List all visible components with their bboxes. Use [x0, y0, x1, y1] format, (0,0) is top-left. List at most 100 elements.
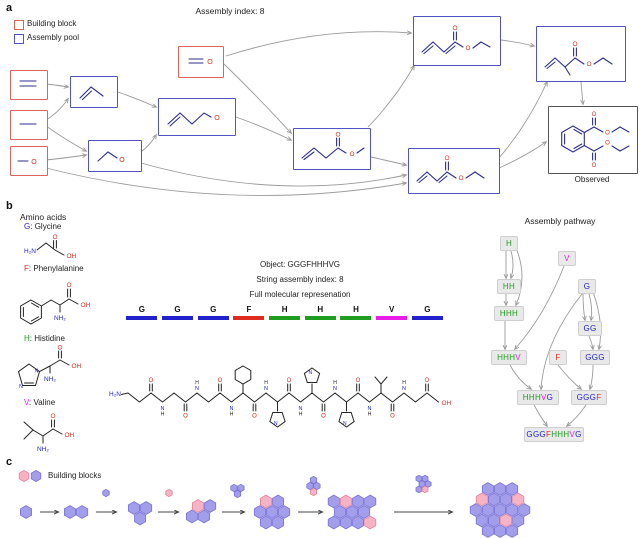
amide-h-label: H [161, 412, 165, 418]
carbonyl-oxygen-label: O [183, 414, 188, 420]
nh2-label: NH₂ [44, 376, 56, 383]
glycine-abbr: G: [24, 222, 33, 231]
hexagon-cluster-step-7 [469, 503, 482, 517]
molecule-ethoxy: O [88, 140, 142, 172]
hexagon-addend-1 [102, 488, 110, 498]
sequence-bar [269, 316, 301, 320]
hexagon-cluster-step-7 [506, 503, 519, 517]
pathway-node-H: H [500, 236, 518, 251]
histidine-name: Histidine [34, 334, 65, 343]
amide-n-label: N [195, 386, 199, 392]
valine-structure: NH₂ O OH [23, 413, 75, 453]
panel-b-label: b [6, 200, 13, 212]
oxygen-label: O [119, 157, 125, 164]
sequence-residue: H [338, 305, 374, 320]
amide-h-label: H [333, 380, 337, 386]
carbonyl-oxygen-label: O [287, 378, 292, 384]
amide-n-label: N [368, 406, 372, 412]
pathway-node-F: F [549, 350, 567, 365]
oxygen-label: O [605, 141, 610, 147]
hexagon-cluster-step-7 [475, 492, 488, 507]
amide-n-label: N [161, 406, 165, 412]
valine-name: Valine [33, 398, 56, 407]
hexagon-cluster-step-7 [487, 492, 500, 507]
hexagon-cluster-step-6 [345, 505, 359, 519]
hexagon-cluster-step-6 [327, 494, 340, 509]
hexagon-cluster-step-6 [339, 515, 352, 530]
sequence-letter: H [281, 305, 288, 314]
pathway-node-HHHV: HHHV [491, 350, 527, 365]
oxygen-label: O [214, 115, 220, 122]
hexagon-addend-5 [421, 474, 429, 483]
sequence-bar [197, 316, 229, 320]
glycine-structure: H₂N O OH [24, 234, 77, 260]
valine-abbr: V: [24, 398, 32, 407]
oxygen-label: O [465, 45, 470, 52]
amide-h-label: H [402, 380, 406, 386]
object-text-block: Object: GGGFHHHVG String assembly index:… [170, 257, 430, 302]
hexagon-cluster-step-3 [140, 501, 153, 515]
pathway-node-HHH: HHH [494, 306, 524, 321]
hexagon-cluster-step-4 [185, 509, 198, 524]
hexagon-cluster-step-5 [259, 515, 272, 530]
hexagon-cluster-step-6 [333, 505, 346, 519]
ring-nitrogen-label: N [274, 421, 278, 427]
carbonyl-oxygen-label: O [356, 378, 361, 384]
pathway-node-GGGFHHHVG: GGGFHHHVG [524, 427, 584, 442]
pathway-node-GGGF: GGGF [571, 390, 607, 405]
panel-a-label: a [6, 2, 13, 14]
molecule-methyl [10, 110, 48, 140]
hexagon-cluster-step-7 [506, 482, 519, 496]
sequence-bar [126, 316, 158, 320]
hexagon-cluster-step-3 [127, 501, 141, 515]
hexagon-cluster-step-2 [76, 505, 89, 519]
hexagon-addend-3 [230, 483, 238, 493]
hexagon-addend-2 [165, 488, 173, 498]
oxygen-label: O [66, 282, 71, 289]
hexagon-cluster-step-7 [500, 492, 513, 507]
assembly-index-title: Assembly index: 8 [195, 6, 265, 16]
assembly-pathway-title: Assembly pathway [524, 216, 596, 226]
carbonyl-oxygen-label: O [252, 414, 257, 420]
hexagon-cluster-step-7 [475, 513, 488, 528]
hexagon-cluster-step-1 [19, 505, 33, 519]
molecule-butenyl-ether: O [158, 98, 236, 136]
amide-n-label: N [299, 406, 303, 412]
oxygen-label: O [458, 175, 463, 182]
oxygen-label: O [335, 132, 340, 139]
molecule-methoxy: O [10, 146, 48, 176]
hexagon-addend-5 [421, 485, 429, 494]
pathway-node-V: V [558, 251, 576, 266]
amide-h-label: H [368, 412, 372, 418]
legend-assembly-pool-swatch [14, 34, 24, 44]
legend-hexagon-pink [18, 470, 30, 482]
hexagon-cluster-step-7 [512, 513, 525, 528]
pathway-node-GGG: GGG [580, 350, 610, 365]
phenylalanine-name: Phenylalanine [33, 264, 84, 273]
amide-n-label: N [333, 386, 337, 392]
sequence-bar [340, 316, 372, 320]
hexagon-cluster-step-5 [265, 505, 279, 519]
sequence-bar [411, 316, 443, 320]
hexagon-addend-5 [415, 485, 423, 494]
hexagon-addend-3 [233, 489, 242, 499]
sequence-letter: G [424, 305, 431, 314]
molecule-observed-phthalate: O O O O [548, 106, 638, 174]
hexagon-cluster-step-2 [64, 505, 76, 519]
hexagon-cluster-step-5 [272, 515, 285, 530]
amide-h-label: H [299, 412, 303, 418]
legend-building-block-label: Building block [27, 19, 77, 28]
hexagon-cluster-step-5 [278, 505, 291, 519]
hexagon-addend-3 [237, 483, 245, 493]
carbonyl-oxygen-label: O [390, 414, 395, 420]
amino-acid-phenylalanine-label: F: Phenylalanine [24, 264, 84, 273]
legend-hexagon-purple [30, 470, 42, 482]
sequence-bar [304, 316, 336, 320]
amide-h-label: H [230, 412, 234, 418]
hexagon-cluster-step-7 [487, 513, 500, 528]
pathway-node-G: G [578, 279, 596, 294]
sequence-letter: H [353, 305, 359, 314]
oxygen-label: O [31, 159, 37, 166]
hexagon-cluster-step-6 [358, 505, 371, 519]
